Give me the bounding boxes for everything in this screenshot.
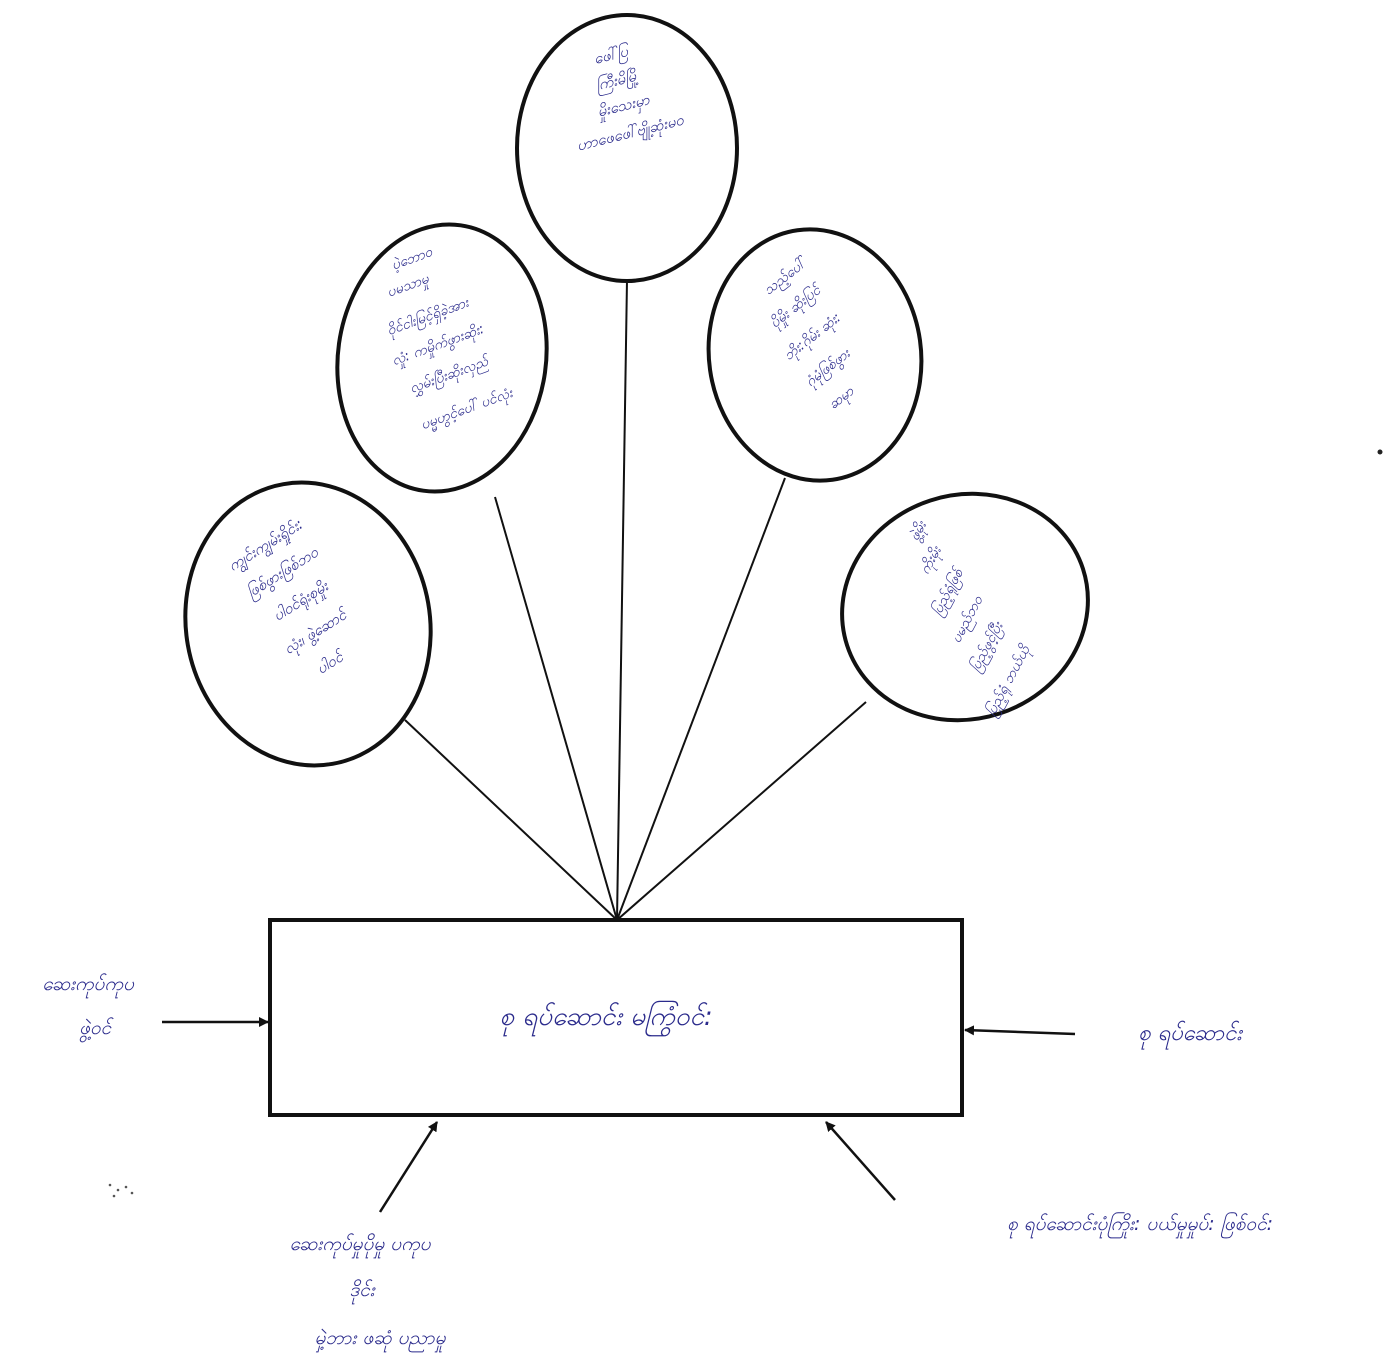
input-left-line-1: ဆေးကုပ်ကုပ (42, 973, 135, 999)
balloon-upper-right: သည့်ပေါ် ပိုမှိုး ဆိုးပြင် ဘိုး:ဂိုမ်း ဆ… (706, 227, 924, 483)
balloon-lower-left-line-5: ပါဝင် (313, 646, 348, 677)
arrow-bottom-right-input (825, 1121, 896, 1201)
input-label-bottom-right: စု ရပ်ဆောင်းပုံကြိုး: ပယ်မှုမှုပ်: ဖြစ်ဝ… (1007, 1212, 1273, 1239)
input-label-right: စု ရပ်ဆောင်း (1138, 1020, 1243, 1050)
arrow-right-input (964, 1025, 1076, 1036)
scan-speckle (108, 1183, 134, 1198)
input-bottom-right-line-1: စု ရပ်ဆောင်းပုံကြိုး: ပယ်မှုမှုပ်: ဖြစ်ဝ… (1007, 1212, 1273, 1239)
balloon-lower-right-line-1: ဖွဲ့မိုး (906, 517, 934, 545)
center-box: စု ရပ်ဆောင်း မကြွံဝင်: (268, 918, 964, 1117)
balloon-top: ဖေါ်ပြ ကြီးမိမြို့ မှိုးသေးမှာ ဟာဖေဖေါ်ဗ… (515, 13, 739, 283)
balloon-upper-left-line-1: ပဲ့ဘောဝ (389, 243, 436, 274)
balloon-upper-right-shape (706, 227, 924, 483)
balloon-upper-right-line-5: ဆမုာ (826, 383, 859, 415)
input-bottom-left-line-2: ဒိုင်း (349, 1279, 375, 1305)
balloon-strings (404, 279, 867, 921)
string-upper-left (494, 496, 618, 921)
input-label-left: ဆေးကုပ်ကုပ ဖွဲ့ဝင် (42, 973, 135, 1043)
balloon-lower-left-shape (183, 480, 433, 768)
balloon-upper-left-shape (335, 222, 549, 494)
arrow-bottom-left-input (378, 1121, 439, 1213)
input-arrows (162, 1017, 1076, 1213)
input-left-line-2: ဖွဲ့ဝင် (79, 1017, 114, 1043)
balloon-top-line-1: ဖေါ်ပြ (592, 41, 633, 70)
balloon-top-shape (515, 13, 739, 283)
input-bottom-left-line-1: ဆေးကုပ်မှုပိုမှု ပကုပ (289, 1233, 431, 1259)
balloon-upper-left: ပဲ့ဘောဝ ပမသာမှု ဝိုင်ငါးမြင့်ရှိခဲ့အား လ… (335, 222, 549, 494)
string-top (616, 279, 628, 921)
string-upper-right (616, 477, 786, 921)
balloon-top-line-4: ဟာဖေဖေါ်ဗျို့ဆုံးမဝ (575, 111, 687, 158)
input-label-bottom-left: ဆေးကုပ်မှုပိုမှု ပကုပ ဒိုင်း မှဲ့ဘား ဖဆု… (289, 1233, 446, 1353)
balloon-upper-left-line-2: ပမသာမှု (385, 271, 433, 304)
balloon-lower-left: ကျွင်းကျွမ်းရှိုင်း: ဖြစ်ဖွားဖြစ်ဘဝ ပါဝင… (183, 480, 433, 768)
balloon-top-line-3: မှိုးသေးမှာ (595, 90, 653, 123)
center-box-label: စု ရပ်ဆောင်း မကြွံဝင်: (499, 1000, 712, 1037)
input-bottom-left-line-3: မှဲ့ဘား ဖဆုံ ပညာမှု (315, 1327, 447, 1353)
scan-dot (1377, 449, 1383, 455)
balloon-top-line-2: ကြီးမိမြို့ (594, 66, 641, 97)
string-lower-right (616, 701, 867, 921)
balloon-lower-right-shape (840, 491, 1090, 723)
balloon-lower-right-line-2: ကိုးမိုး (916, 542, 948, 578)
center-box-frame (268, 918, 964, 1117)
string-lower-left (404, 719, 618, 921)
balloon-upper-left-line-6: ပမ္မဟွင့်ပေါ် ပင်လုံး (418, 384, 517, 436)
input-right-line-1: စု ရပ်ဆောင်း (1138, 1020, 1243, 1050)
